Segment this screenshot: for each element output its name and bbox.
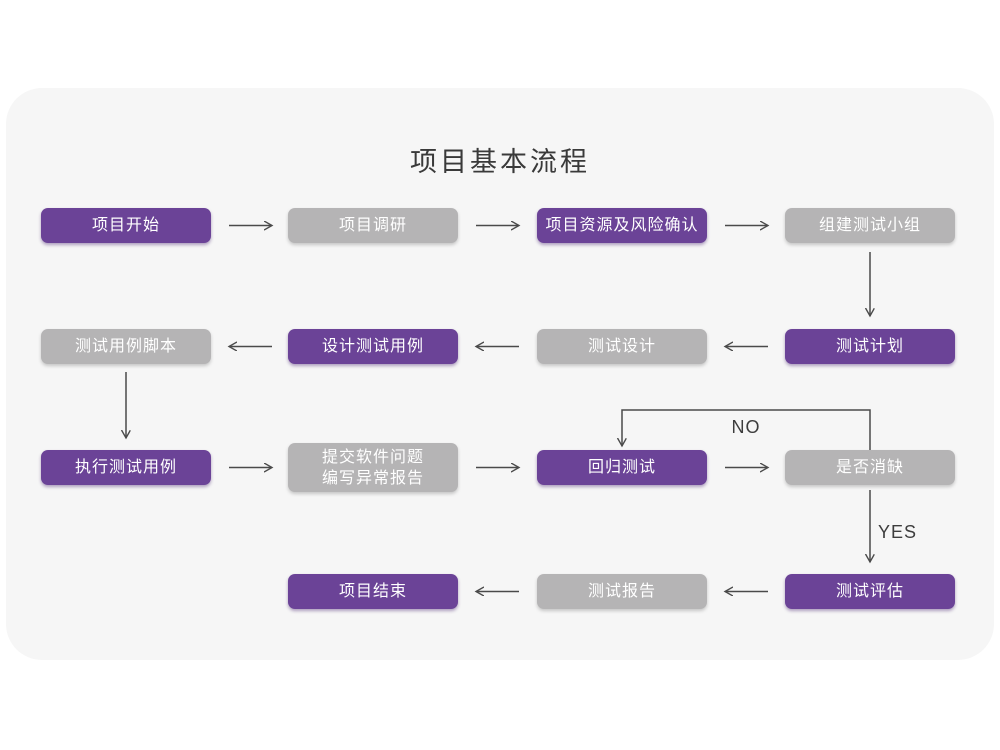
flow-node-execute-test-cases: 执行测试用例 (41, 450, 211, 485)
flow-node-regression-test: 回归测试 (537, 450, 707, 485)
flow-node-submit-issues-report: 提交软件问题 编写异常报告 (288, 443, 458, 492)
diagram-card (6, 88, 994, 660)
flow-node-test-evaluation: 测试评估 (785, 574, 955, 609)
flow-node-test-design: 测试设计 (537, 329, 707, 364)
flow-node-resources-risk-confirm: 项目资源及风险确认 (537, 208, 707, 243)
flow-node-project-start: 项目开始 (41, 208, 211, 243)
no-branch-label: NO (731, 417, 761, 437)
flow-node-test-plan: 测试计划 (785, 329, 955, 364)
flow-node-defect-resolved-check: 是否消缺 (785, 450, 955, 485)
flow-node-test-case-script: 测试用例脚本 (41, 329, 211, 364)
yes-branch-label: YES (878, 522, 918, 542)
flow-node-project-end: 项目结束 (288, 574, 458, 609)
flow-node-design-test-cases: 设计测试用例 (288, 329, 458, 364)
flow-node-build-test-team: 组建测试小组 (785, 208, 955, 243)
flow-node-test-report: 测试报告 (537, 574, 707, 609)
flow-node-project-research: 项目调研 (288, 208, 458, 243)
diagram-title: 项目基本流程 (410, 147, 590, 177)
